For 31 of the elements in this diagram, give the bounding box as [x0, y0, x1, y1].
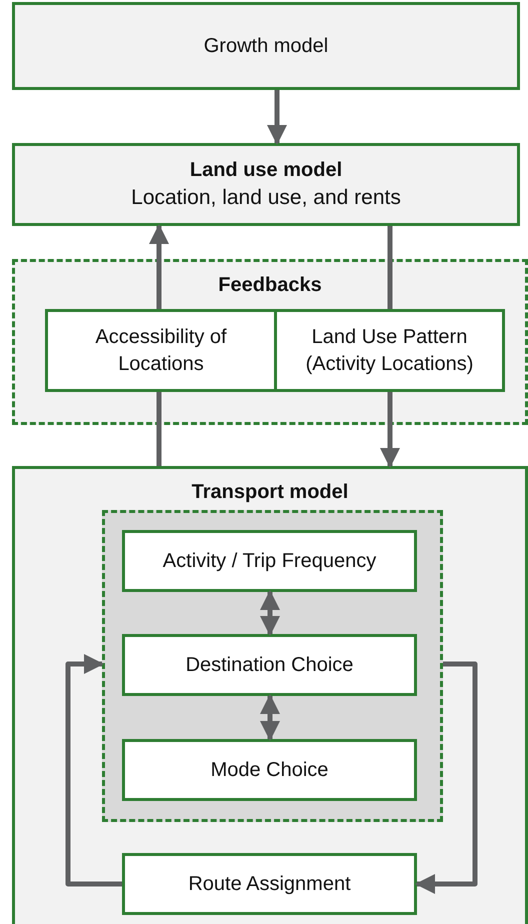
label: Route Assignment [188, 872, 351, 896]
group-band [12, 259, 528, 425]
process-box [45, 309, 277, 392]
heading: Feedbacks [218, 273, 322, 298]
arrow [415, 662, 478, 894]
process-box [122, 530, 417, 592]
connector-line [388, 226, 392, 309]
group-panel [12, 466, 528, 924]
process-box [274, 309, 505, 392]
process-box [122, 739, 417, 801]
label: Activity / Trip Frequency [162, 548, 376, 574]
label: Land Use Pattern (Activity Locations) [304, 324, 474, 376]
label: Growth model [204, 34, 328, 58]
label: Destination Choice [186, 652, 354, 678]
arrow [380, 392, 400, 468]
arrow [267, 90, 287, 145]
label: Location, land use, and rents [131, 184, 401, 211]
process-box [122, 634, 417, 696]
arrow [149, 224, 169, 309]
arrow [260, 694, 280, 741]
heading: Transport model [192, 480, 348, 505]
process-box [12, 143, 520, 226]
process-box [122, 853, 417, 915]
arrow [260, 590, 280, 636]
label: Accessibility of Locations [94, 324, 228, 376]
connector-line [156, 392, 162, 466]
arrow [66, 654, 122, 886]
group-box [102, 510, 443, 822]
process-box [12, 2, 520, 90]
heading: Land use model [190, 158, 342, 183]
label: Mode Choice [210, 758, 328, 782]
